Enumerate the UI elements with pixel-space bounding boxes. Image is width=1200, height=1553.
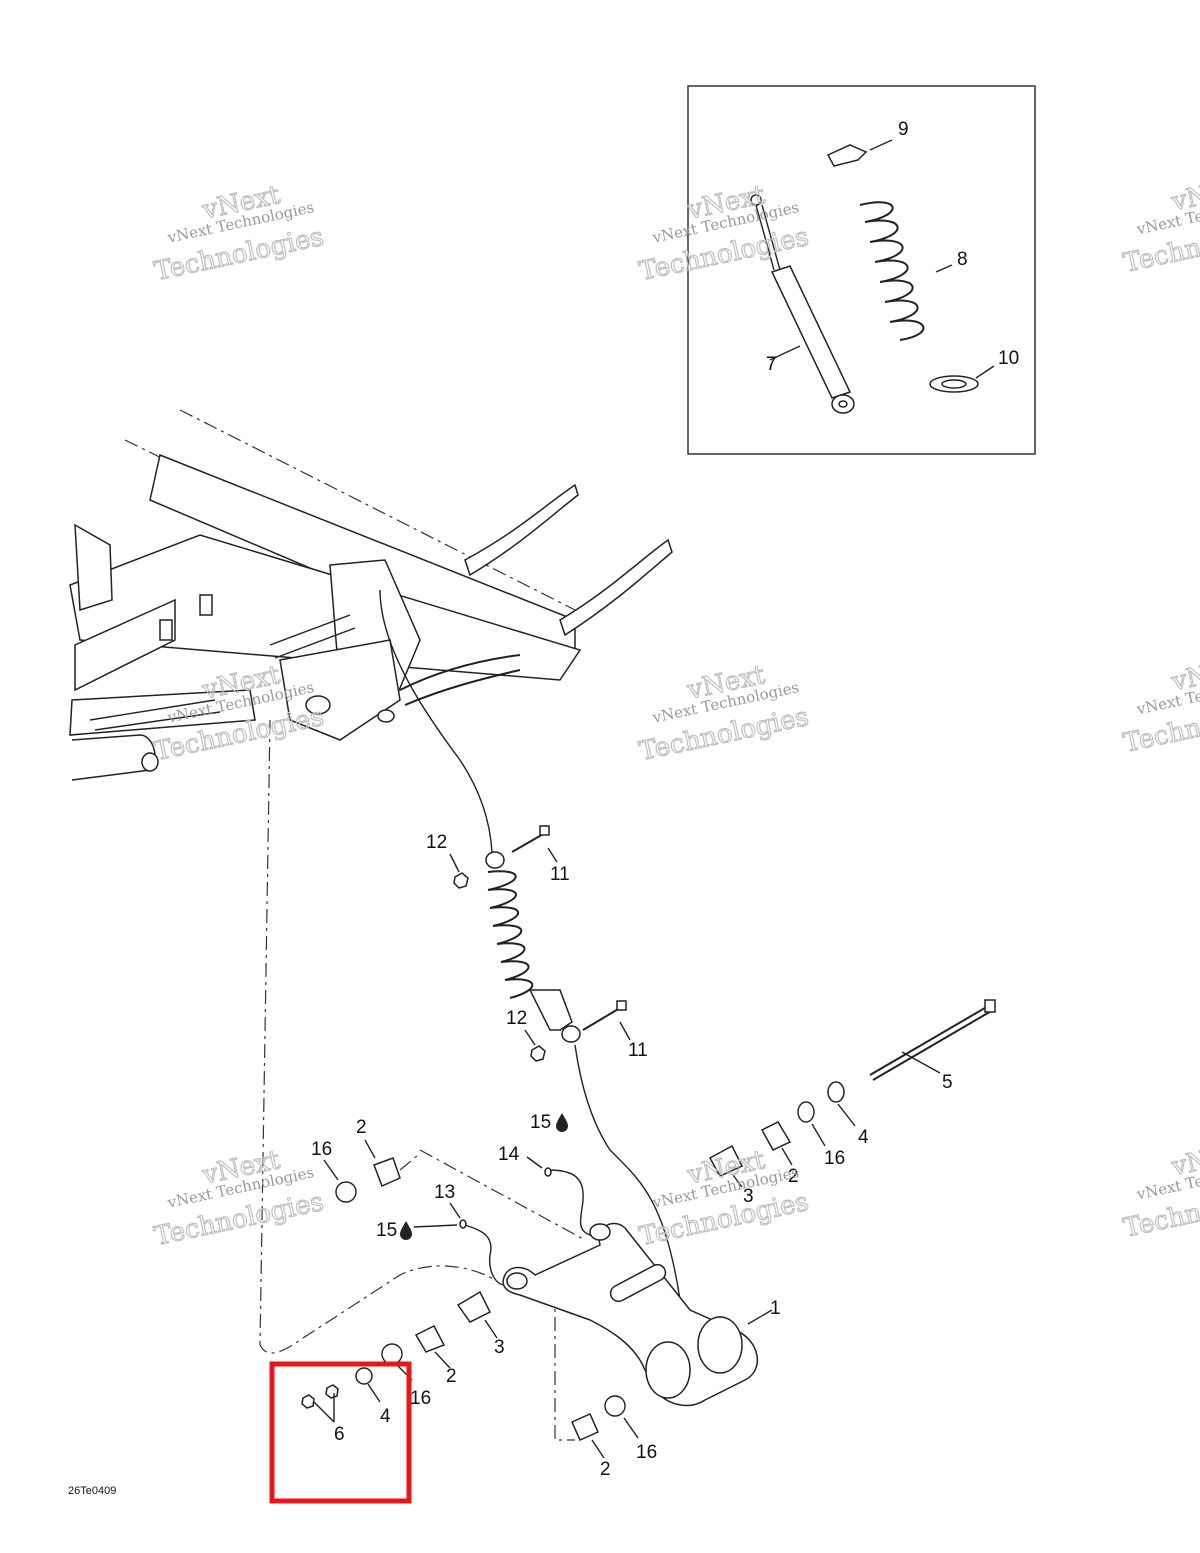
shock-absorber-part-7 (750, 194, 855, 414)
grease-drop-icon-lower (400, 1221, 412, 1240)
callout-16-upper-left: 16 (311, 1139, 332, 1160)
diagram-code: 26Te0409 (68, 1485, 116, 1497)
callout-8: 8 (957, 249, 968, 270)
callout-13: 13 (434, 1182, 455, 1203)
callout-16-bottom: 16 (636, 1442, 657, 1463)
grease-fittings: 14 13 15 15 (376, 1112, 568, 1241)
vehicle-frame (69, 409, 673, 781)
callout-15-upper: 15 (530, 1112, 551, 1133)
callout-1: 1 (770, 1298, 781, 1319)
callout-9: 9 (898, 119, 909, 140)
watermarks: vNext Technologies vNext Technologies vN… (151, 171, 1200, 1252)
swing-arm-part-1: 1 (502, 1222, 781, 1407)
callout-2-right: 2 (788, 1166, 799, 1187)
assembly-lines (259, 589, 681, 1441)
watermark-outline-top: vNext (1168, 1137, 1200, 1183)
callout-15-lower: 15 (376, 1220, 397, 1241)
callout-6: 6 (334, 1424, 345, 1445)
callout-2-upper-left: 2 (356, 1117, 367, 1138)
watermark-outline-top: vNext (1168, 652, 1200, 698)
pivot-hardware-left: 2 16 3 2 16 4 6 2 16 (301, 1117, 657, 1480)
pivot-hardware-right: 5 4 16 2 3 (708, 999, 996, 1207)
spring-seat-part-10 (929, 375, 979, 393)
callout-3-left: 3 (494, 1337, 505, 1358)
callout-16-lower-left: 16 (410, 1388, 431, 1409)
callout-5: 5 (942, 1072, 953, 1093)
inset-detail-box: 9 8 7 10 (687, 85, 1036, 455)
callout-2-bottom: 2 (600, 1459, 611, 1480)
callout-11-lower: 11 (628, 1040, 648, 1061)
callout-11-upper: 11 (550, 864, 570, 885)
shock-absorber-assembly: 12 11 12 11 (426, 825, 648, 1062)
spring-part-8 (859, 201, 925, 341)
callout-3-right: 3 (743, 1186, 754, 1207)
callout-7: 7 (766, 354, 777, 375)
spring-cap-part-9 (826, 144, 868, 167)
callout-4-right: 4 (858, 1127, 869, 1148)
callout-16-right: 16 (824, 1148, 845, 1169)
callout-10: 10 (998, 348, 1019, 369)
callout-2-lower-left: 2 (446, 1366, 457, 1387)
highlight-box (269, 1361, 412, 1504)
grease-drop-icon-upper (556, 1113, 568, 1132)
callout-12-upper: 12 (426, 832, 447, 853)
callout-12-lower: 12 (506, 1008, 527, 1029)
watermark-outline-top: vNext (1168, 172, 1200, 218)
callout-14: 14 (498, 1144, 520, 1165)
callout-4-left: 4 (380, 1406, 391, 1427)
